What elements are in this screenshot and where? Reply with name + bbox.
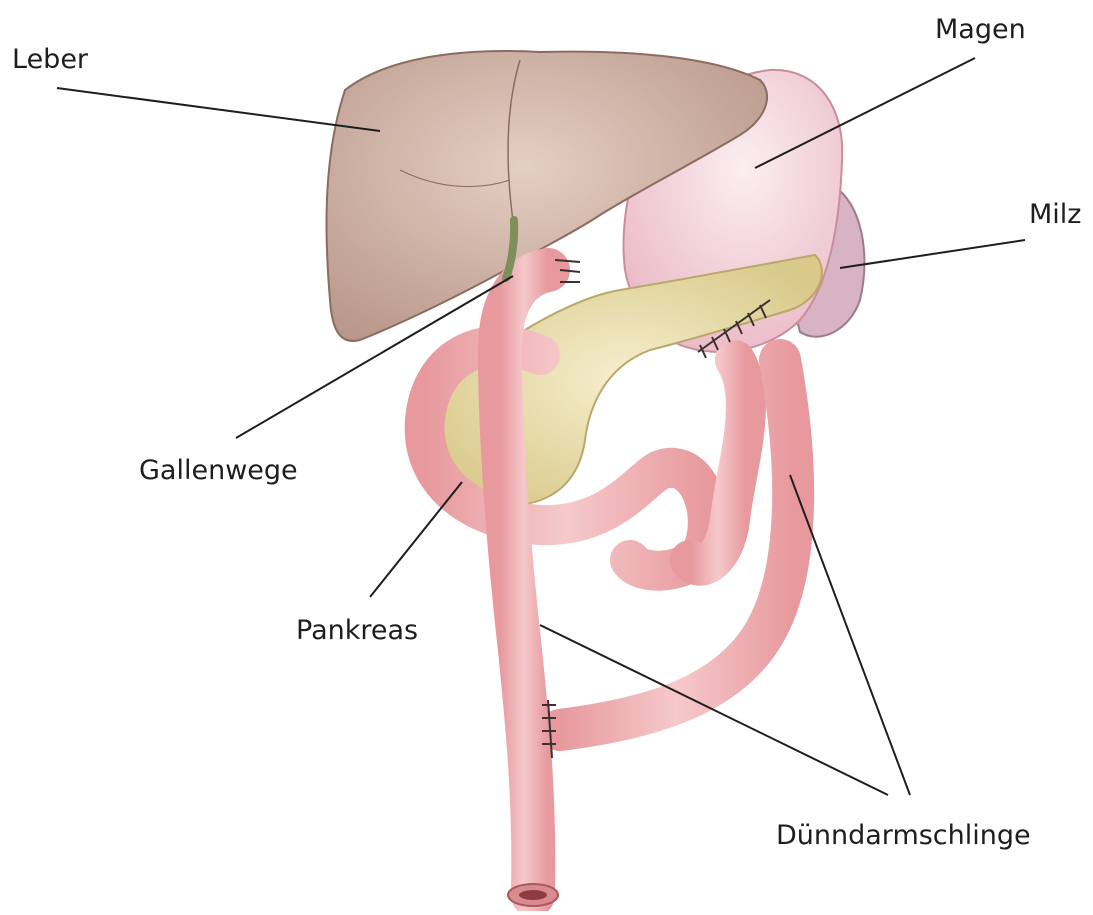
leader-leber <box>57 88 380 131</box>
leader-milz <box>840 240 1025 268</box>
label-gallenwege: Gallenwege <box>139 457 298 484</box>
label-pankreas: Pankreas <box>296 617 418 644</box>
label-milz: Milz <box>1029 201 1081 228</box>
leader-pankreas <box>370 482 462 597</box>
label-leber: Leber <box>12 46 88 73</box>
leader-duenndarm-2 <box>790 475 910 795</box>
label-magen: Magen <box>935 16 1026 43</box>
label-duenndarmschlinge: Dünndarmschlinge <box>776 822 1031 849</box>
